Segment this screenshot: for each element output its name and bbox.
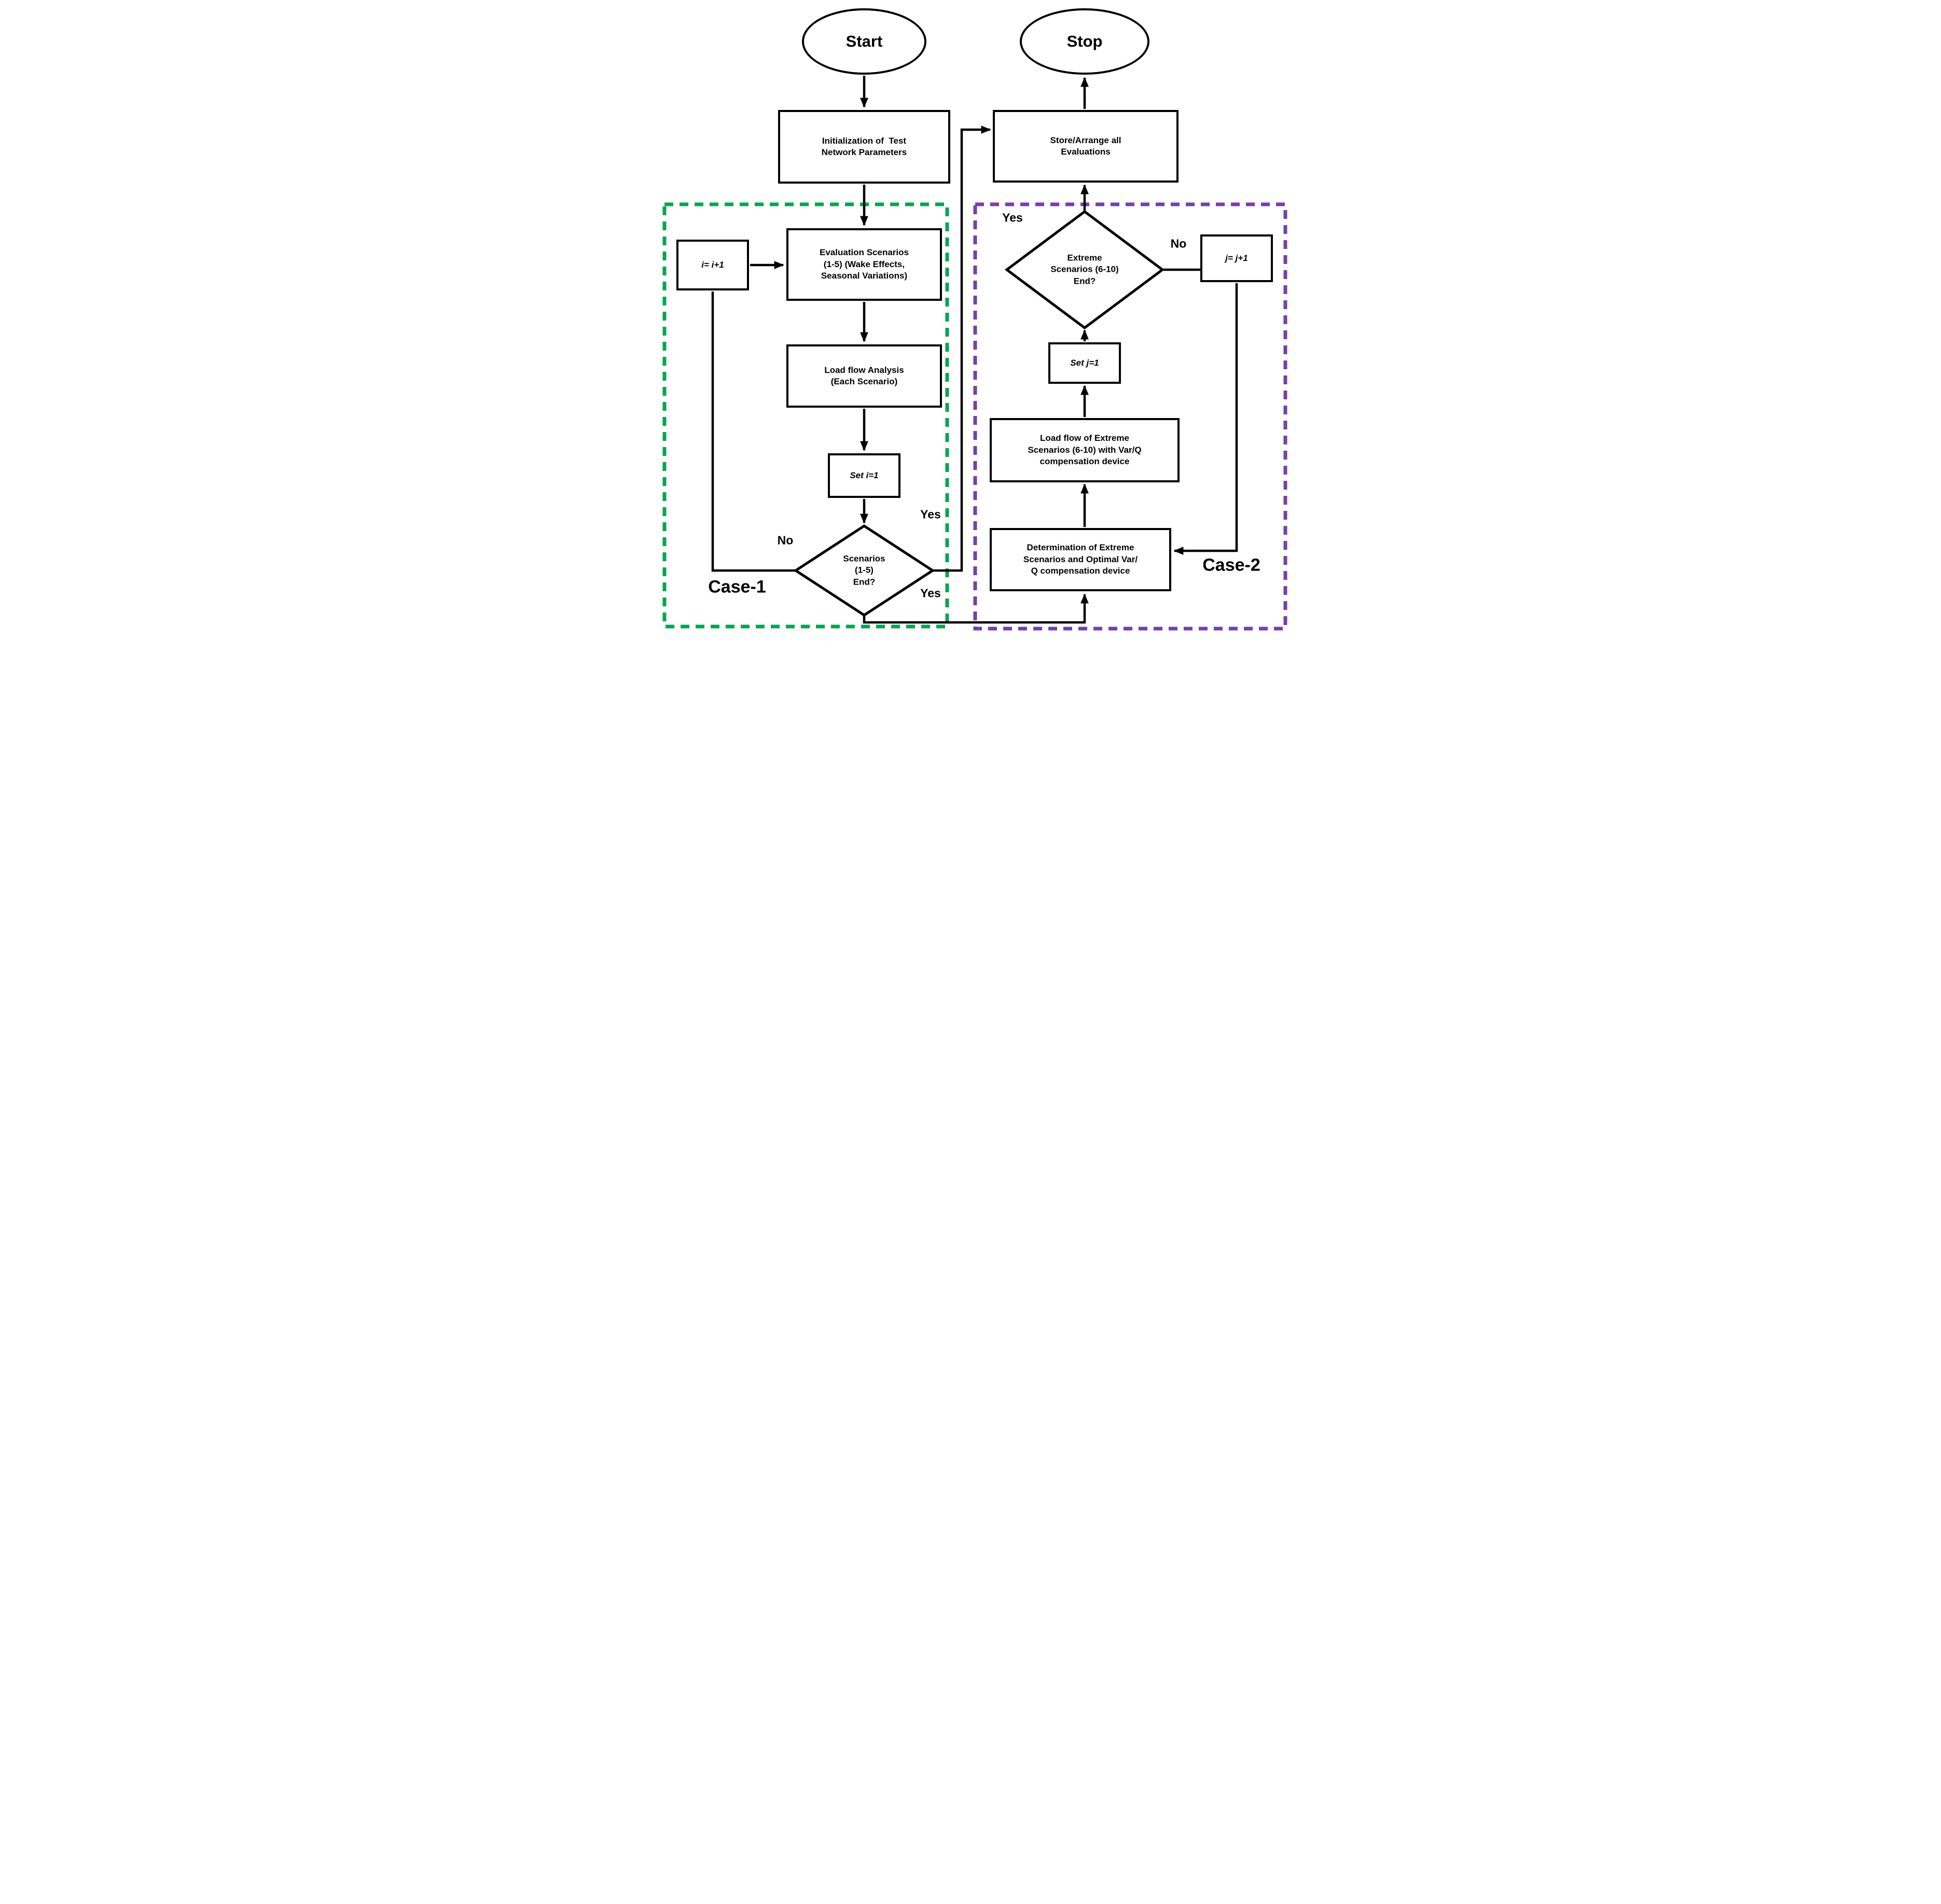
- extreme-yes-label: Yes: [1002, 211, 1023, 225]
- case1-label: Case-1: [708, 577, 766, 597]
- extreme-scenarios-end-diamond: [1004, 210, 1165, 330]
- stop-label: Stop: [1066, 32, 1103, 50]
- store-evaluations-box: Store/Arrange all Evaluations: [993, 110, 1179, 183]
- path-jincrement-to-determination: [1173, 283, 1238, 555]
- case2-region-border: [973, 202, 1287, 631]
- i-increment-box: i= i+1: [676, 240, 749, 290]
- set-i-box: Set i=1: [828, 453, 900, 498]
- extreme-no-label: No: [1170, 237, 1187, 251]
- j-increment-box: j= j+1: [1200, 234, 1273, 282]
- scenarios-end-diamond-text: Scenarios (1-5) End?: [843, 553, 885, 587]
- path-scenarios-yes-to-determination: [863, 593, 1089, 624]
- start-label: Start: [845, 32, 883, 50]
- flowchart-canvas: Start Stop Initialization of Test Networ…: [646, 0, 1295, 636]
- case1-region-border: [662, 202, 949, 629]
- load-flow-extreme-box: Load flow of Extreme Scenarios (6-10) wi…: [990, 418, 1180, 482]
- start-terminator: Start: [802, 8, 926, 75]
- stop-terminator: Stop: [1020, 8, 1149, 75]
- set-j-box: Set j=1: [1048, 342, 1121, 384]
- init-process-box: Initialization of Test Network Parameter…: [778, 110, 950, 184]
- scenarios-yes-right-label: Yes: [920, 507, 941, 521]
- determination-box: Determination of Extreme Scenarios and O…: [990, 528, 1171, 591]
- evaluation-scenarios-box: Evaluation Scenarios (1-5) (Wake Effects…: [786, 228, 942, 301]
- load-flow-analysis-box: Load flow Analysis (Each Scenario): [786, 344, 942, 408]
- path-scenarios-no-to-iincrement: [711, 291, 796, 572]
- extreme-scenarios-end-diamond-text: Extreme Scenarios (6-10) End?: [1050, 253, 1119, 286]
- scenarios-yes-bottom-label: Yes: [920, 586, 941, 600]
- flowchart-connector-layer: [662, 76, 1287, 631]
- case2-label: Case-2: [1202, 555, 1260, 575]
- path-scenarios-yes-to-store: [933, 126, 991, 572]
- scenarios-no-label: No: [777, 533, 794, 547]
- scenarios-end-diamond: [793, 524, 935, 617]
